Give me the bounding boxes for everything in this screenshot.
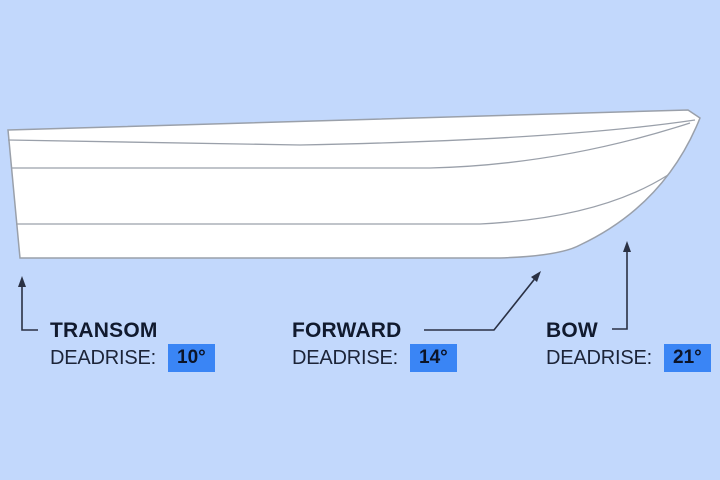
forward-deadrise-label: DEADRISE: xyxy=(292,347,399,369)
sheer-line xyxy=(7,119,696,146)
bow-deadrise-value: 21° xyxy=(664,344,711,372)
transom-arrow-icon xyxy=(18,276,38,331)
bow-label: BOW DEADRISE: 21° xyxy=(546,320,711,372)
transom-label: TRANSOM DEADRISE: 10° xyxy=(50,320,215,372)
bow-title: BOW xyxy=(546,319,598,342)
bow-deadrise-label: DEADRISE: xyxy=(546,347,653,369)
lower-chine-line xyxy=(16,174,669,225)
bow-arrow-icon xyxy=(612,241,631,330)
transom-title: TRANSOM xyxy=(50,319,158,342)
forward-arrow-icon xyxy=(424,271,541,331)
transom-deadrise-value: 10° xyxy=(168,344,215,372)
boat-hull xyxy=(7,109,701,259)
forward-deadrise-value: 14° xyxy=(410,344,457,372)
forward-title: FORWARD xyxy=(292,319,402,342)
upper-chine-line xyxy=(12,122,691,169)
transom-deadrise-label: DEADRISE: xyxy=(50,347,157,369)
forward-label: FORWARD DEADRISE: 14° xyxy=(292,320,457,372)
